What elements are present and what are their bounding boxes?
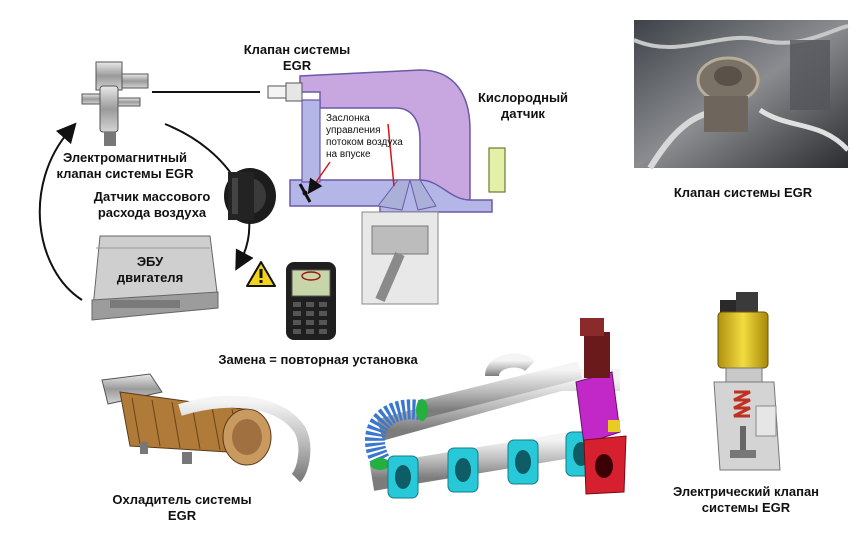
egr-cooler-label: Охладитель системы EGR <box>94 492 270 524</box>
egr-cooler-label-line2: EGR <box>167 508 197 523</box>
replacement-note: Замена = повторная установка <box>218 352 418 367</box>
warning-triangle-icon <box>246 261 276 287</box>
maf-sensor-label-line1: Датчик массового <box>93 189 211 204</box>
electric-egr-valve-illustration <box>713 292 781 471</box>
egr-valve-photo-caption: Клапан системы EGR <box>673 185 813 200</box>
maf-sensor-illustration <box>224 168 276 224</box>
egr-cooler-illustration <box>101 373 311 483</box>
intake-throttle-label-line2: управления <box>326 125 381 136</box>
intake-schematic <box>267 69 493 305</box>
solenoid-valve-illustration <box>81 61 149 146</box>
electric-egr-valve-label-line2: системы EGR <box>701 500 791 515</box>
electric-egr-valve-label-line1: Электрический клапан <box>672 484 820 499</box>
egr-valve-label-line2: EGR <box>282 58 312 73</box>
ecu-label-line2: двигателя <box>116 270 184 285</box>
oxygen-sensor-label-line2: датчик <box>501 106 545 121</box>
oxygen-sensor-label-line1: Кислородный <box>477 90 569 105</box>
egr-valve-label: Клапан системы EGR <box>232 42 362 74</box>
ecu-label: ЭБУ двигателя <box>100 254 200 286</box>
ecu-illustration <box>91 235 219 321</box>
solenoid-valve-label: Электромагнитный клапан системы EGR <box>50 150 200 182</box>
intake-throttle-label-line4: на впуске <box>326 149 371 160</box>
oxygen-sensor-illustration <box>488 147 506 193</box>
egr-valve-photo <box>633 20 850 170</box>
intake-throttle-label-line1: Заслонка <box>326 113 370 124</box>
maf-sensor-label-line2: расхода воздуха <box>97 205 207 220</box>
ecu-label-line1: ЭБУ <box>136 254 164 269</box>
egr-valve-label-line1: Клапан системы <box>243 42 351 57</box>
maf-sensor-label: Датчик массового расхода воздуха <box>82 189 222 221</box>
intake-throttle-label-line3: потоком воздуха <box>326 137 403 148</box>
handheld-scanner-icon <box>286 262 336 340</box>
solenoid-valve-label-line2: клапан системы EGR <box>56 166 194 181</box>
oxygen-sensor-label: Кислородный датчик <box>468 90 578 122</box>
solenoid-valve-label-line1: Электромагнитный <box>62 150 188 165</box>
egr-cooler-label-line1: Охладитель системы <box>112 492 252 507</box>
electric-egr-valve-label: Электрический клапан системы EGR <box>656 484 836 516</box>
intake-throttle-label: Заслонка управления потоком воздуха на в… <box>326 113 436 161</box>
exhaust-manifold-illustration <box>365 318 627 499</box>
